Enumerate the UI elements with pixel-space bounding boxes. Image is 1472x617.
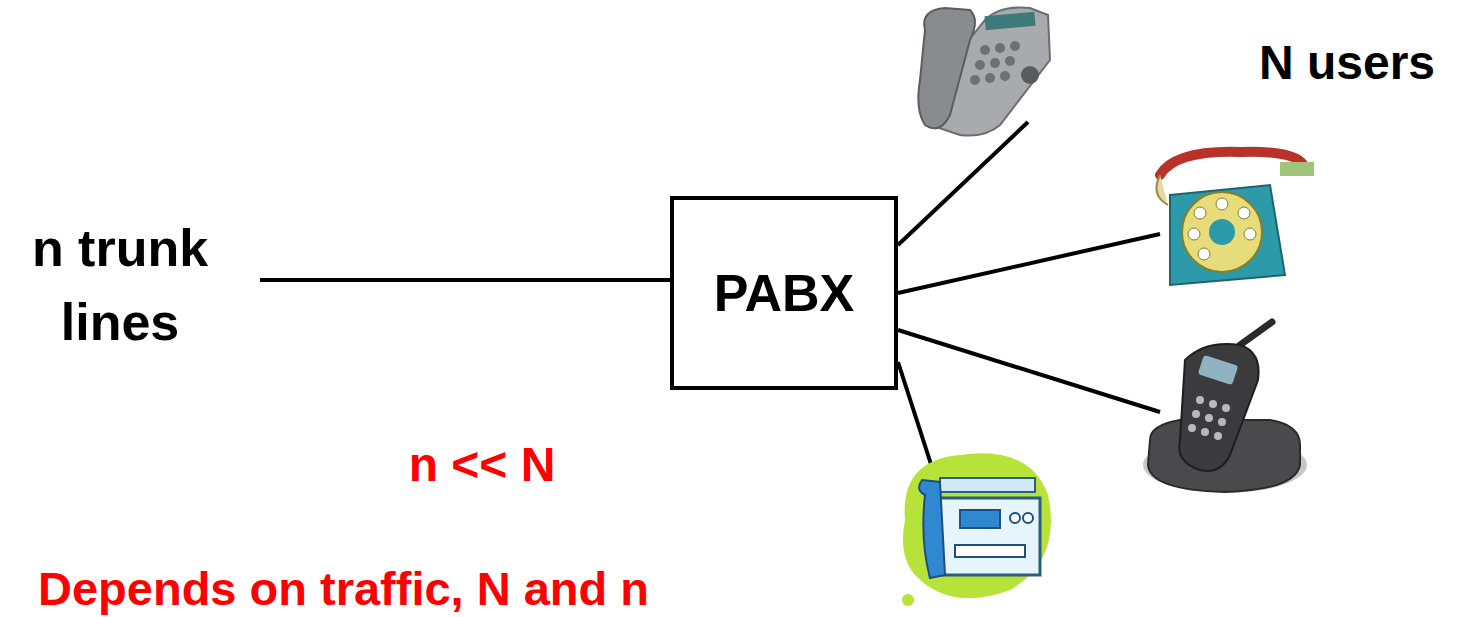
users-label: N users [1259, 28, 1435, 98]
switch-box: PABX [670, 196, 898, 390]
fax-machine [902, 453, 1051, 606]
trunk-label: n trunk lines [5, 212, 235, 360]
rotary-phone [1156, 152, 1314, 285]
node-label: PABX [714, 263, 855, 323]
ratio-note: n << N [409, 430, 556, 500]
user-lines [898, 122, 1160, 486]
desk-phone [918, 8, 1050, 136]
dependency-note: Depends on traffic, N and n [38, 555, 649, 617]
trunk-line [260, 278, 672, 282]
cordless-phone [1143, 322, 1307, 493]
